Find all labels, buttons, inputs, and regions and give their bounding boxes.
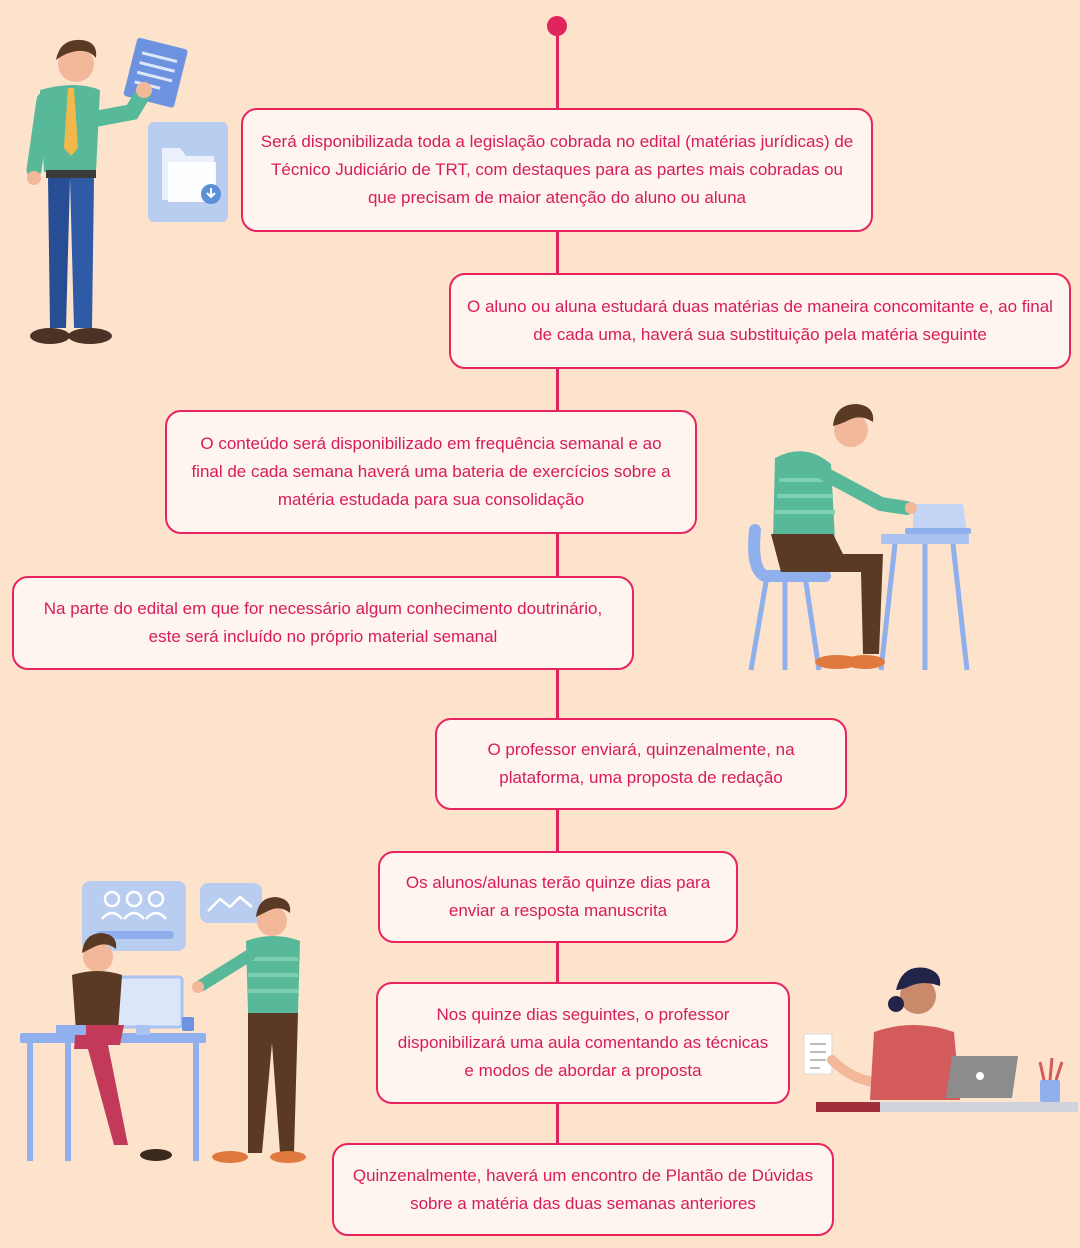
laptop-icon bbox=[946, 1056, 1018, 1098]
step-1: Será disponibilizada toda a legislação c… bbox=[241, 108, 873, 232]
step-5-text: O professor enviará, quinzenalmente, na … bbox=[487, 740, 795, 787]
step-2: O aluno ou aluna estudará duas matérias … bbox=[449, 273, 1071, 369]
step-3-text: O conteúdo será disponibilizado em frequ… bbox=[191, 434, 671, 509]
step-7: Nos quinze dias seguintes, o professor d… bbox=[376, 982, 790, 1104]
step-7-text: Nos quinze dias seguintes, o professor d… bbox=[397, 1005, 769, 1080]
step-5: O professor enviará, quinzenalmente, na … bbox=[435, 718, 847, 810]
team-presentation-icon bbox=[82, 881, 186, 951]
step-6: Os alunos/alunas terão quinze dias para … bbox=[378, 851, 738, 943]
timeline-start-dot bbox=[547, 16, 567, 36]
step-8-text: Quinzenalmente, haverá um encontro de Pl… bbox=[352, 1165, 814, 1213]
step-4-text: Na parte do edital em que for necessário… bbox=[43, 599, 603, 646]
man-with-document-illustration bbox=[26, 37, 228, 344]
document-icon bbox=[803, 1033, 833, 1075]
woman-with-laptop-illustration bbox=[803, 967, 1078, 1112]
step-6-text: Os alunos/alunas terão quinze dias para … bbox=[405, 873, 711, 920]
step-2-text: O aluno ou aluna estudará duas matérias … bbox=[467, 297, 1053, 344]
step-4: Na parte do edital em que for necessário… bbox=[12, 576, 634, 670]
step-3: O conteúdo será disponibilizado em frequ… bbox=[165, 410, 697, 534]
folder-download-icon bbox=[148, 122, 228, 222]
step-1-text: Será disponibilizada toda a legislação c… bbox=[260, 132, 854, 207]
student-at-tablet-illustration bbox=[748, 404, 971, 671]
step-8: Quinzenalmente, haverá um encontro de Pl… bbox=[332, 1143, 834, 1236]
office-team-illustration bbox=[20, 881, 306, 1163]
line-chart-icon bbox=[200, 883, 262, 923]
